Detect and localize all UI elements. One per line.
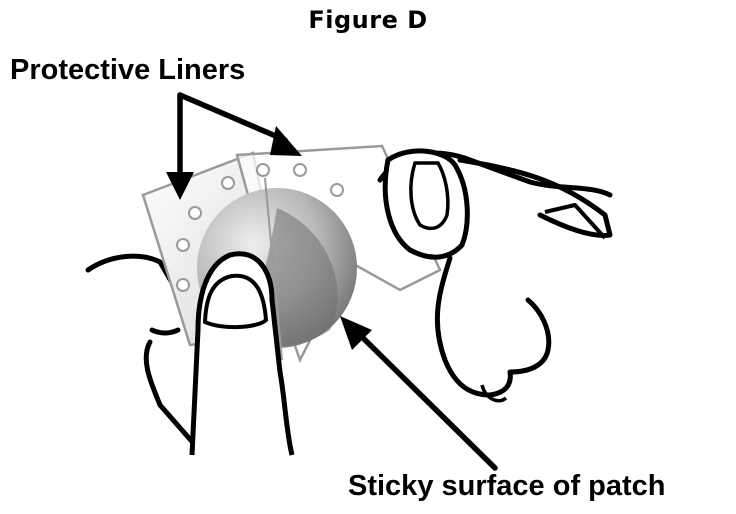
right-thumbnail xyxy=(411,163,448,228)
sticky-arrow-stem xyxy=(360,335,495,468)
liners-arrow-stem-right xyxy=(180,95,285,140)
liners-arrowhead-right xyxy=(270,126,302,156)
left-knuckle xyxy=(152,330,178,333)
